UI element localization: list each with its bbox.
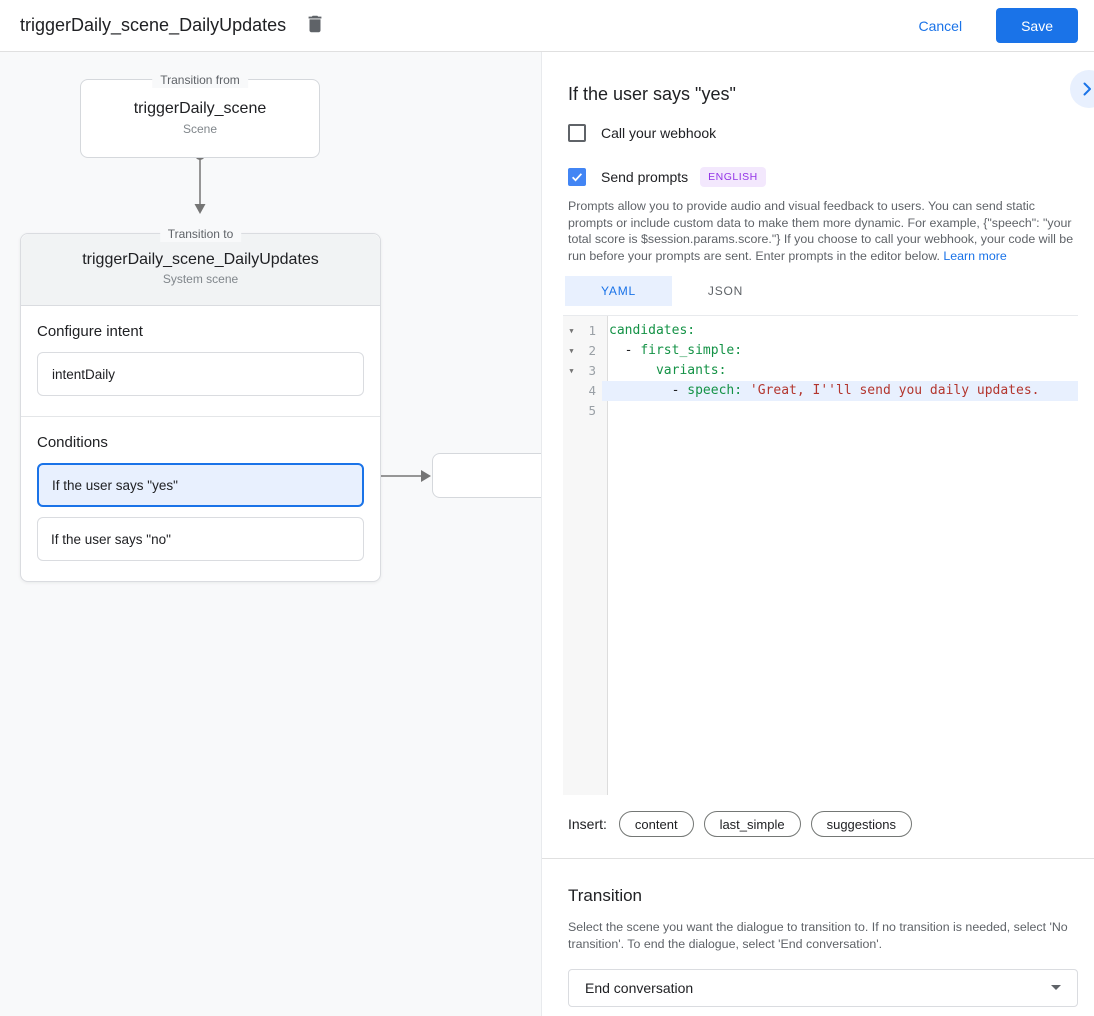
language-badge: ENGLISH bbox=[700, 167, 766, 187]
insert-chip-last_simple[interactable]: last_simple bbox=[703, 811, 801, 838]
from-scene-name: triggerDaily_scene bbox=[133, 100, 267, 117]
code-text[interactable]: candidates: bbox=[609, 323, 696, 339]
save-button[interactable]: Save bbox=[996, 8, 1078, 43]
line-number: 4 bbox=[588, 383, 596, 399]
code-text[interactable]: - speech: 'Great, I''ll send you daily u… bbox=[602, 381, 1078, 402]
code-text[interactable]: variants: bbox=[655, 363, 727, 379]
editor-line[interactable]: ▼ 3 variants: bbox=[563, 361, 1078, 381]
flow-canvas: Transition from triggerDaily_scene Scene… bbox=[0, 52, 542, 1016]
transition-to-label: Transition to bbox=[159, 226, 242, 242]
transition-select-value: End conversation bbox=[585, 979, 694, 996]
code-text[interactable]: - first_simple: bbox=[609, 343, 743, 359]
condition-item[interactable]: If the user says "yes" bbox=[37, 463, 364, 507]
transition-select[interactable]: End conversation bbox=[568, 968, 1078, 1007]
code-editor[interactable]: ▼ 1 candidates: ▼ 2 - first_simple: ▼ 3 varian… bbox=[563, 315, 1078, 796]
learn-more-link[interactable]: Learn more bbox=[943, 248, 1007, 263]
detail-panel: If the user says "yes" Call your webhook… bbox=[542, 52, 1094, 1016]
panel-title: If the user says "yes" bbox=[568, 84, 736, 104]
transition-from-label: Transition from bbox=[152, 72, 248, 88]
page-title: triggerDaily_scene_DailyUpdates bbox=[20, 15, 287, 35]
transition-to-card: Transition to triggerDaily_scene_DailyUp… bbox=[20, 226, 381, 582]
configure-intent-heading: Configure intent bbox=[37, 323, 143, 340]
editor-line[interactable]: ▼ 1 candidates: bbox=[563, 321, 1078, 341]
fold-toggle-icon[interactable]: ▼ bbox=[569, 347, 574, 356]
editor-line[interactable]: 4 - speech: 'Great, I''ll send you daily… bbox=[563, 381, 1078, 402]
caret-down-icon bbox=[1051, 985, 1061, 991]
insert-chip-content[interactable]: content bbox=[618, 811, 694, 838]
line-number: 1 bbox=[588, 323, 596, 339]
editor-line[interactable]: ▼ 2 - first_simple: bbox=[563, 341, 1078, 361]
fold-toggle-icon[interactable]: ▼ bbox=[569, 327, 574, 336]
line-number: 3 bbox=[588, 363, 596, 379]
conditions-list: If the user says "yes" If the user says "… bbox=[37, 463, 364, 561]
webhook-row: Call your webhook bbox=[568, 124, 1078, 142]
section-divider bbox=[542, 858, 1094, 860]
insert-row: Insert: content last_simple suggestions bbox=[568, 811, 1078, 838]
transition-target-box[interactable] bbox=[432, 453, 541, 498]
insert-chips: content last_simple suggestions bbox=[607, 811, 912, 838]
transition-to-header[interactable]: Transition to triggerDaily_scene_DailyUp… bbox=[21, 226, 380, 306]
fold-gutter bbox=[563, 401, 580, 421]
editor-tabs: YAML JSON bbox=[565, 276, 1078, 307]
transition-from-box[interactable]: Transition from triggerDaily_scene Scene bbox=[80, 72, 320, 158]
send-prompts-label: Send prompts bbox=[601, 169, 689, 185]
prompts-row: Send prompts ENGLISH bbox=[568, 167, 1078, 187]
line-number: 2 bbox=[588, 343, 596, 359]
tab-yaml[interactable]: YAML bbox=[565, 276, 672, 307]
check-icon bbox=[572, 173, 583, 182]
from-scene-type: Scene bbox=[182, 122, 218, 136]
insert-chip-suggestions[interactable]: suggestions bbox=[810, 811, 912, 838]
editor-gutter bbox=[563, 316, 608, 796]
transition-heading: Transition bbox=[568, 886, 643, 906]
send-prompts-checkbox[interactable] bbox=[568, 168, 586, 186]
app-header: triggerDaily_scene_DailyUpdates Cancel S… bbox=[0, 0, 1094, 52]
trash-icon bbox=[304, 13, 326, 38]
intent-item[interactable]: intentDaily bbox=[37, 352, 364, 396]
conditions-heading: Conditions bbox=[37, 434, 108, 451]
to-scene-name: triggerDaily_scene_DailyUpdates bbox=[82, 251, 319, 268]
code-text[interactable] bbox=[602, 401, 1078, 421]
prompts-description: Prompts allow you to provide audio and v… bbox=[568, 198, 1078, 264]
transition-description: Select the scene you want the dialogue t… bbox=[568, 920, 1068, 951]
delete-button[interactable] bbox=[304, 13, 326, 38]
conditions-section: Conditions If the user says "yes"If the … bbox=[21, 417, 380, 581]
configure-intent-section: Configure intent intentDaily bbox=[21, 306, 380, 416]
fold-toggle-icon[interactable]: ▼ bbox=[569, 367, 574, 376]
fold-gutter bbox=[563, 381, 580, 401]
card-divider bbox=[21, 416, 380, 417]
insert-label: Insert: bbox=[568, 816, 607, 833]
condition-item[interactable]: If the user says "no" bbox=[37, 517, 364, 561]
editor-lines: ▼ 1 candidates: ▼ 2 - first_simple: ▼ 3 varian… bbox=[563, 321, 1078, 421]
webhook-checkbox[interactable] bbox=[568, 124, 586, 142]
tab-json[interactable]: JSON bbox=[707, 284, 744, 299]
editor-line[interactable]: 5 bbox=[563, 401, 1078, 421]
to-scene-type: System scene bbox=[162, 272, 239, 286]
prompts-description-text: Prompts allow you to provide audio and v… bbox=[568, 199, 1074, 263]
webhook-label: Call your webhook bbox=[601, 125, 717, 141]
collapse-panel-button[interactable] bbox=[1070, 70, 1094, 108]
line-number: 5 bbox=[588, 403, 596, 419]
cancel-button[interactable]: Cancel bbox=[918, 17, 963, 34]
